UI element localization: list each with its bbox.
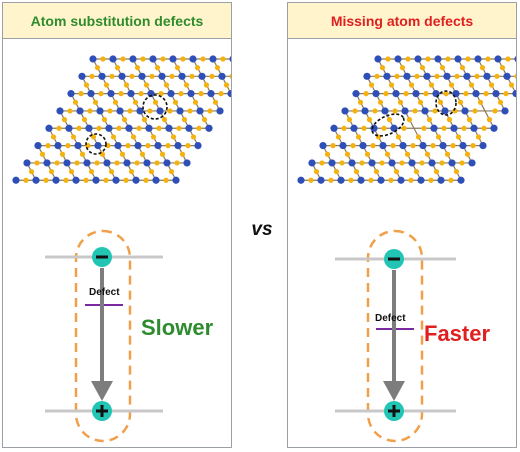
transition-arrowhead (91, 381, 113, 401)
lattice-vacancy (297, 55, 516, 184)
defect-label: Defect (89, 287, 120, 298)
capsule-outline (74, 229, 132, 443)
lattice-atoms (297, 55, 516, 184)
defect-highlight-circle (371, 113, 405, 137)
panel-title: Missing atom defects (288, 3, 516, 39)
defect-highlight-circle (85, 133, 107, 155)
electron-icon (384, 249, 404, 269)
lattice-atoms (12, 55, 231, 184)
defect-label: Defect (375, 313, 406, 324)
hole-icon (384, 401, 404, 421)
capsule-outline (366, 229, 424, 443)
panel-missing-atom: Missing atom defects Defect Faster (287, 2, 517, 448)
hole-icon (92, 401, 112, 421)
band-diagram (45, 229, 163, 443)
panel-atom-substitution: Atom substitution defects Defect Slower (2, 2, 232, 448)
transition-arrowhead (383, 381, 405, 401)
electron-icon (92, 247, 112, 267)
vs-label: vs (251, 219, 273, 240)
speed-label: Slower (141, 315, 214, 340)
defect-highlight-circle (435, 90, 457, 116)
band-diagram (335, 229, 456, 443)
defect-highlight-circle (142, 94, 168, 120)
panel-title: Atom substitution defects (3, 3, 231, 39)
lattice-substitution (12, 55, 231, 184)
speed-label: Faster (424, 321, 491, 346)
